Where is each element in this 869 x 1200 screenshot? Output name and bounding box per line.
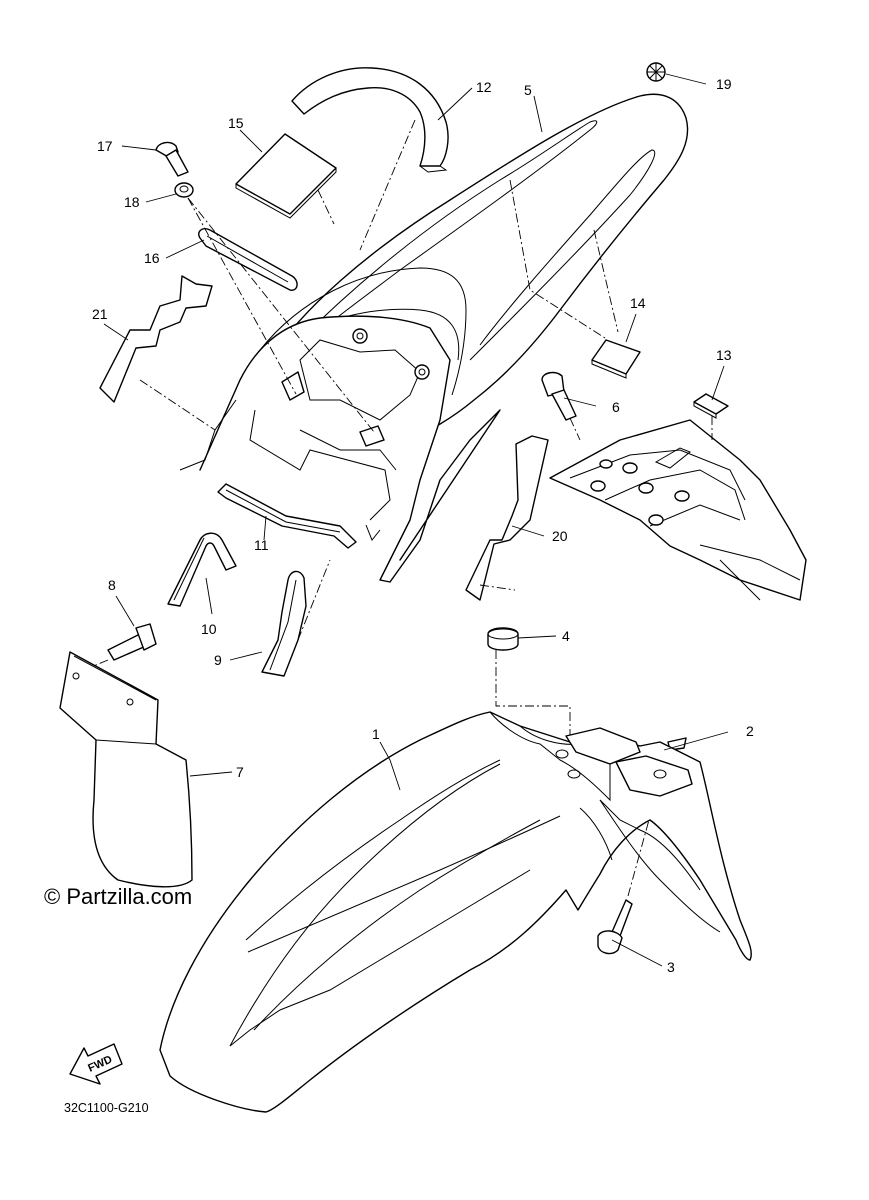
part-5-rear-fender — [179, 93, 689, 583]
callout-13: 13 — [716, 347, 732, 363]
watermark-text: © Partzilla.com — [44, 884, 192, 909]
part-4-grommet — [487, 627, 571, 740]
callout-16: 16 — [144, 250, 160, 266]
part-15-pad — [235, 133, 337, 225]
side-cover-assembly — [549, 416, 807, 601]
leader-lines — [103, 73, 729, 967]
part-21-side-pad — [99, 275, 216, 431]
callout-14: 14 — [630, 295, 646, 311]
part-17-screw — [155, 141, 189, 177]
part-19-clip — [646, 62, 666, 82]
callout-labels: 1 2 3 4 5 6 7 8 9 10 11 12 13 14 15 16 1… — [92, 76, 754, 975]
callout-9: 9 — [214, 652, 222, 668]
part-13-pad — [693, 393, 729, 419]
callout-15: 15 — [228, 115, 244, 131]
part-20-side-pad — [465, 435, 549, 601]
part-9-bracket — [261, 559, 331, 677]
callout-20: 20 — [552, 528, 568, 544]
callout-2: 2 — [746, 723, 754, 739]
callout-21: 21 — [92, 306, 108, 322]
callout-19: 19 — [716, 76, 732, 92]
part-10-bracket — [167, 532, 237, 607]
callout-1: 1 — [372, 726, 380, 742]
callout-12: 12 — [476, 79, 492, 95]
part-14-pad — [509, 179, 641, 379]
callout-7: 7 — [236, 764, 244, 780]
callout-5: 5 — [524, 82, 532, 98]
part-12-strap — [291, 67, 449, 251]
part-1-front-fender — [159, 711, 752, 1113]
diagram-code: 32C1100-G210 — [64, 1101, 149, 1115]
callout-4: 4 — [562, 628, 570, 644]
callout-17: 17 — [97, 138, 113, 154]
callout-18: 18 — [124, 194, 140, 210]
callout-8: 8 — [108, 577, 116, 593]
callout-3: 3 — [667, 959, 675, 975]
callout-6: 6 — [612, 399, 620, 415]
callout-10: 10 — [201, 621, 217, 637]
part-18-washer — [174, 182, 194, 198]
part-7-mud-flap — [59, 651, 193, 888]
part-6-bolt — [541, 371, 581, 441]
callout-11: 11 — [254, 537, 269, 553]
part-16-band — [198, 228, 298, 291]
part-8-bolt — [83, 623, 157, 671]
fwd-direction-arrow: FWD — [69, 1043, 123, 1085]
part-3-bolt — [597, 779, 661, 955]
part-11-rail — [217, 483, 357, 549]
